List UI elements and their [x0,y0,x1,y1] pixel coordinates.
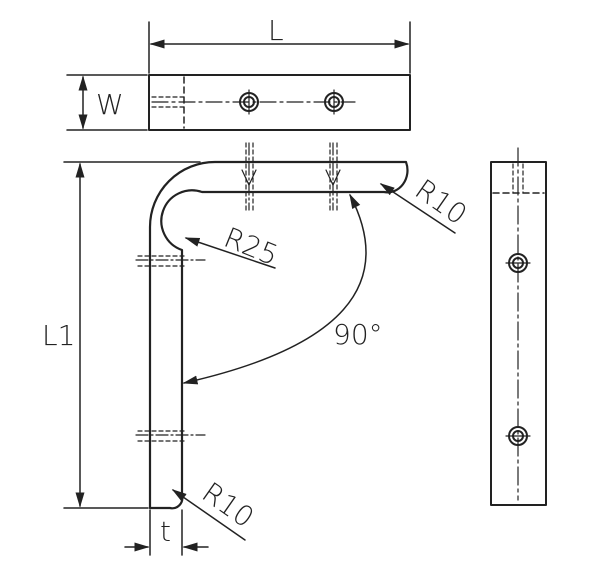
leader-tip-radius-bottom [171,489,246,541]
label-bend-radius: R25 [219,221,282,272]
dimension-thickness [124,509,209,556]
label-tip-radius-bottom: R10 [196,476,260,535]
label-thickness: t [160,515,171,548]
top-hole-2 [324,89,344,115]
label-length1: L1 [42,319,75,352]
hidden-hole-top-2 [325,142,341,211]
label-angle: 90° [333,318,383,351]
hidden-hole-side-1 [135,255,206,267]
top-hole-1 [239,89,259,115]
dimension-length [148,21,411,74]
end-view [490,147,547,506]
leader-tip-radius-top [379,183,456,234]
label-tip-radius-top: R10 [409,173,473,232]
end-hole-2 [505,426,531,446]
label-length: L [268,14,284,47]
dimension-width [66,74,148,131]
hidden-hole-side-2 [135,430,206,442]
dimension-length1 [63,161,201,509]
top-view [148,74,411,131]
hidden-hole-top-1 [241,142,257,211]
angle-arc [182,193,367,385]
top-view-plate [148,74,411,131]
label-width: W [96,88,124,121]
end-hole-1 [505,253,531,273]
